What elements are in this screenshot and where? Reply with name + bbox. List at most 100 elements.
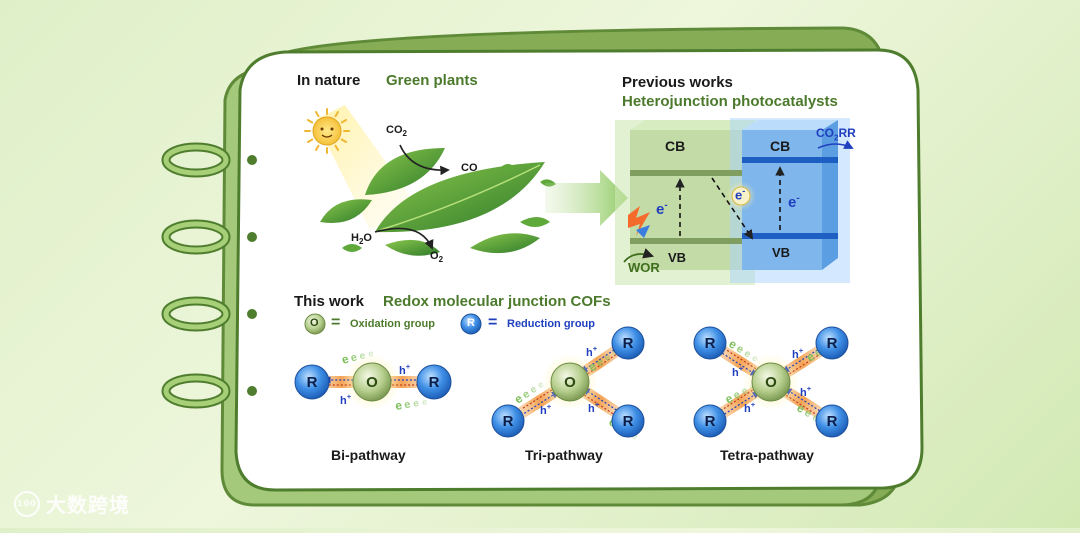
oxidation-sphere bbox=[352, 362, 392, 402]
electron-trail-glyph: e bbox=[734, 343, 745, 356]
tetra-hole-label-tr: h+ bbox=[792, 346, 804, 361]
tri-hole-label-right: h+ bbox=[588, 400, 600, 415]
green-cb-band bbox=[630, 170, 742, 176]
electron-transfer-line bbox=[785, 353, 821, 377]
reduction-sphere bbox=[491, 404, 525, 438]
watermark-logo-icon: 100 bbox=[14, 490, 40, 517]
leaf-small-2 bbox=[500, 164, 516, 171]
green-block-front bbox=[630, 130, 742, 270]
electron-particle-label: e- bbox=[735, 186, 746, 203]
reduction-sphere bbox=[294, 364, 330, 400]
sun-ray bbox=[306, 138, 314, 143]
caption-bi-pathway: Bi-pathway bbox=[331, 447, 406, 463]
ring-fill bbox=[163, 144, 229, 176]
electron-trail-glyph: e bbox=[520, 388, 532, 401]
co2-label: CO2 bbox=[386, 124, 407, 139]
ring-hole bbox=[247, 232, 257, 242]
sun-icon bbox=[304, 108, 350, 154]
tetra-hole-label-br: h+ bbox=[800, 384, 812, 399]
tetra-reduction-tr: R bbox=[815, 326, 849, 360]
lightning-icon bbox=[628, 206, 650, 236]
leaf-left bbox=[320, 199, 372, 224]
electron-transfer-line bbox=[724, 348, 760, 372]
oxidation-symbol: O bbox=[366, 374, 378, 391]
electron-particle bbox=[731, 186, 751, 206]
h2o-label: H2O bbox=[351, 232, 372, 247]
electron-transfer-line bbox=[521, 387, 556, 410]
bi-reduction-right: R bbox=[416, 364, 452, 400]
blue-vb-band bbox=[742, 233, 838, 239]
binder-ring-4 bbox=[161, 373, 257, 409]
h2o-to-o2-arrow bbox=[374, 227, 434, 250]
electron-trail-glyph: e bbox=[367, 348, 374, 359]
electron-trail-glyph: e bbox=[630, 431, 639, 442]
tetra-hole-label-bl: h+ bbox=[744, 400, 756, 415]
blue-block-top bbox=[742, 120, 838, 130]
tri-hole-label-left: h+ bbox=[540, 402, 552, 417]
co2rr-arrow bbox=[817, 140, 854, 149]
legend-oxidation-sphere bbox=[304, 313, 326, 335]
legend-reduction-label: Reduction group bbox=[507, 318, 595, 330]
reduction-symbol: R bbox=[503, 413, 514, 430]
legend-reduction-sphere bbox=[460, 313, 482, 335]
watermark: 100 大数跨境 bbox=[14, 489, 130, 518]
reduction-sphere bbox=[815, 404, 849, 438]
reduction-symbol: R bbox=[827, 335, 838, 352]
reduction-symbol: R bbox=[705, 413, 716, 430]
ring-hole bbox=[247, 309, 257, 319]
this-work-heading: This work bbox=[294, 293, 365, 310]
electron-transfer-line bbox=[721, 387, 757, 411]
electron-trail-glyph: e bbox=[594, 356, 606, 369]
co-label: CO bbox=[461, 162, 478, 174]
electron-trail-glyph: e bbox=[610, 347, 620, 358]
reduction-sphere bbox=[611, 404, 645, 438]
legend-oxidation-symbol: O bbox=[310, 317, 319, 329]
electron-trail-glyph: e bbox=[412, 398, 420, 410]
ring-fill bbox=[163, 298, 229, 330]
tetra-hole-label-tl: h+ bbox=[732, 364, 744, 379]
blue-block-side bbox=[822, 120, 838, 270]
leaf-main bbox=[375, 162, 545, 233]
nature-heading: In nature bbox=[297, 72, 361, 89]
tetra-reduction-bl: R bbox=[693, 404, 727, 438]
binder-ring-2 bbox=[161, 219, 257, 255]
reduction-symbol: R bbox=[623, 413, 634, 430]
reduction-sphere bbox=[416, 364, 452, 400]
sun-ray bbox=[315, 110, 320, 118]
electron-trail-glyph: e bbox=[340, 352, 350, 367]
tri-reduction-left: R bbox=[491, 404, 525, 438]
ring-hole bbox=[247, 386, 257, 396]
tetra-oxidation-center: O bbox=[743, 354, 799, 410]
sun-ray bbox=[334, 144, 339, 152]
reduction-symbol: R bbox=[623, 335, 634, 352]
electron-transfer-line bbox=[584, 353, 618, 377]
caption-tetra-pathway: Tetra-pathway bbox=[720, 447, 814, 463]
tri-reduction-right: R bbox=[611, 404, 645, 438]
co2rr-label: CO2RR bbox=[816, 126, 856, 143]
bi-reduction-left: R bbox=[294, 364, 330, 400]
binder-ring-1 bbox=[161, 142, 257, 178]
electron-trail-glyph: e bbox=[394, 398, 403, 413]
watermark-text: 大数跨境 bbox=[46, 493, 130, 517]
green-vb-band bbox=[630, 238, 742, 244]
electron-transfer-line bbox=[782, 392, 818, 416]
leaf-right bbox=[470, 233, 540, 254]
leaf-small-1 bbox=[520, 217, 550, 227]
electron-trail-glyph: e bbox=[731, 389, 742, 402]
electron-trail-glyph: e bbox=[602, 352, 613, 364]
electron-trail-glyph: e bbox=[403, 399, 411, 412]
oxidation-sphere bbox=[751, 362, 791, 402]
green-vb-label: VB bbox=[668, 250, 687, 265]
tri-reduction-top: R bbox=[611, 326, 645, 360]
leaf-small-3 bbox=[342, 244, 362, 252]
heterojunction-diagram bbox=[615, 118, 854, 285]
bi-hole-label-right: h+ bbox=[399, 362, 411, 377]
sun-ray bbox=[306, 119, 314, 124]
reduction-symbol: R bbox=[429, 374, 440, 391]
sun-ray bbox=[315, 144, 320, 152]
blue-electron-label: e- bbox=[788, 193, 800, 211]
nature-subheading: Green plants bbox=[386, 72, 478, 89]
